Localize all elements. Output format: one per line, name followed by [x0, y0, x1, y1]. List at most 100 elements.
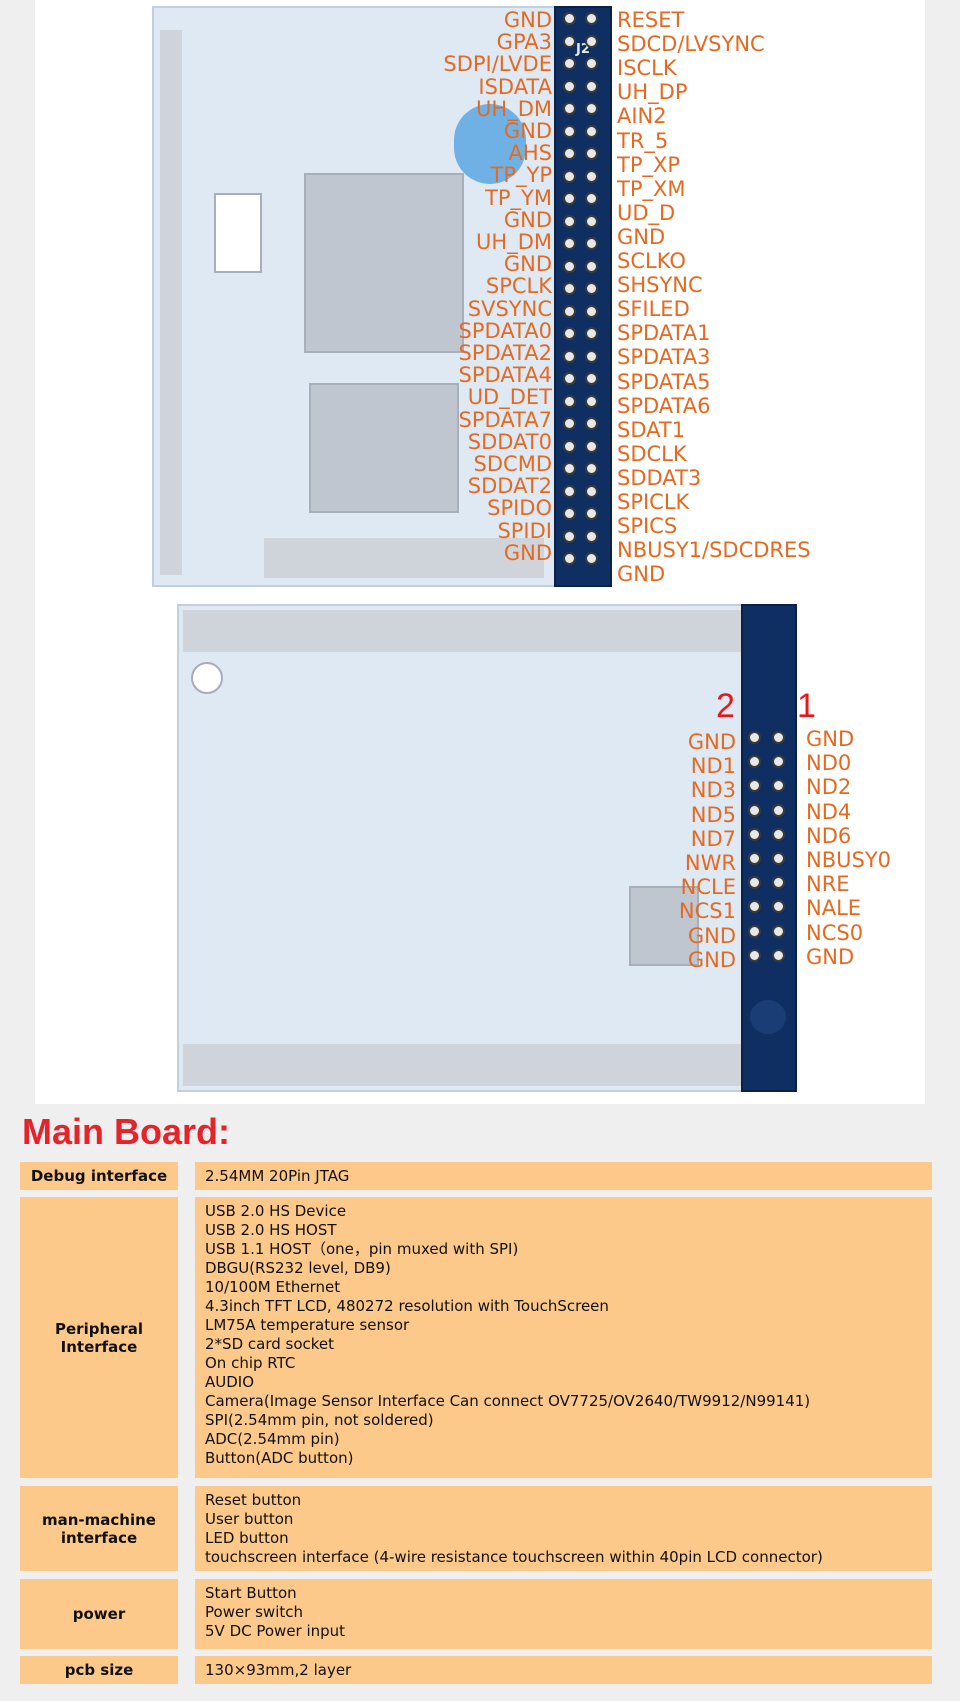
pin-hole	[585, 484, 598, 498]
pin-hole	[563, 57, 576, 70]
pin-label-right: UD_D	[617, 200, 676, 225]
pin-label-right: GND	[806, 727, 855, 751]
pin-hole	[748, 755, 761, 769]
pin-hole	[772, 852, 785, 865]
pin-label-left: SDCMD	[473, 452, 552, 476]
section-title: Main Board:	[22, 1111, 231, 1152]
processor-chip	[304, 173, 464, 353]
pin-hole	[585, 552, 598, 565]
pin-hole	[563, 237, 576, 250]
pin-label-right: GND	[806, 944, 855, 969]
pin-label-right: NRE	[806, 872, 850, 897]
pin-hole	[563, 169, 576, 183]
pin-label-left: SDDAT2	[467, 474, 552, 499]
pin-hole	[748, 876, 761, 890]
pin-label-left: AHS	[508, 141, 553, 166]
pin-hole	[748, 803, 761, 817]
spec-line: SPI(2.54mm pin, not soldered)	[205, 1411, 434, 1429]
pin-hole	[563, 484, 576, 498]
mounting-hole	[191, 662, 223, 694]
pin-hole	[563, 304, 576, 318]
pin-label-right: NBUSY0	[806, 848, 892, 872]
spec-line: USB 1.1 HOST（one，pin muxed with SPI)	[205, 1240, 519, 1258]
pin-label-left: UH_DM	[476, 96, 552, 121]
pin-hole	[585, 12, 598, 25]
spec-line: 4.3inch TFT LCD, 480272 resolution with …	[205, 1297, 609, 1315]
pin-hole	[772, 948, 785, 962]
pin-label-right: TR_5	[617, 128, 669, 153]
pin-hole	[585, 417, 598, 430]
spec-line: Power switch	[205, 1603, 304, 1621]
pin-label-left: NWR	[684, 851, 736, 875]
pin-label-right: NCS0	[806, 920, 864, 945]
pin-hole	[585, 282, 598, 295]
spec-line: User button	[205, 1510, 294, 1528]
pin-label-left: GND	[503, 252, 552, 277]
pin-label-left: GND	[687, 923, 736, 948]
spec-line: USB 2.0 HS HOST	[205, 1221, 337, 1239]
peripheral-interface-row-label: Peripheral Interface	[20, 1197, 178, 1478]
pin-label-left: ND7	[690, 826, 736, 851]
spec-line: ADC(2.54mm pin)	[205, 1430, 340, 1448]
core-board-bottom-view	[177, 604, 797, 1092]
pin-hole	[563, 394, 576, 408]
pin-hole	[772, 779, 785, 793]
spec-line: LED button	[205, 1529, 289, 1547]
pin-label-right: ND4	[806, 799, 852, 824]
pin-hole	[585, 529, 598, 543]
pin-label-right: ND6	[806, 823, 852, 848]
pin-hole	[563, 79, 576, 93]
pin-hole	[585, 259, 598, 273]
pin-hole	[563, 372, 576, 385]
pin-hole	[585, 304, 598, 318]
pin-hole	[563, 507, 576, 520]
pin-label-right: SDCLK	[617, 441, 687, 466]
pin-hole	[563, 417, 576, 430]
pin-hole	[563, 439, 576, 453]
pin-hole	[585, 372, 598, 385]
pin-hole	[748, 731, 761, 744]
pin-label-right: SPDATA5	[617, 369, 711, 394]
flash-chip	[309, 383, 459, 513]
pin-label-right: ISCLK	[617, 56, 677, 81]
pin-label-left: SDPI/LVDE	[443, 52, 552, 77]
pin-label-left: SPDATA7	[458, 407, 552, 432]
pin-label-left: SVSYNC	[467, 296, 552, 321]
spec-line: 2*SD card socket	[205, 1335, 335, 1353]
pin-label-right: GND	[617, 562, 666, 587]
pin-label-left: SPDATA0	[458, 318, 552, 343]
pin-hole	[563, 462, 576, 475]
pin-hole	[563, 214, 576, 228]
pin-label-left: GND	[503, 8, 552, 32]
pin-hole	[772, 924, 785, 938]
pin-label-left: GPA3	[496, 30, 552, 55]
pcb-size-row-value: 130×93mm,2 layer	[195, 1656, 932, 1684]
pin-label-right: TP_XM	[617, 176, 686, 201]
pin-strip-top	[183, 610, 743, 652]
pin-hole	[585, 214, 598, 228]
pin-label-right: SPDATA6	[617, 393, 711, 418]
pin-label-right: ND0	[806, 751, 852, 776]
j2-header: J2	[554, 6, 612, 587]
pin-hole	[585, 102, 598, 115]
pin-hole	[563, 282, 576, 295]
spec-line: LM75A temperature sensor	[205, 1316, 410, 1334]
eeprom-chip	[629, 886, 699, 966]
pin-label-left: SPIDI	[497, 518, 552, 543]
mounting-hole-header	[750, 1000, 786, 1034]
spec-line: 130×93mm,2 layer	[205, 1661, 352, 1679]
spec-line: DBGU(RS232 level, DB9)	[205, 1259, 391, 1277]
pin-label-left: GND	[503, 540, 552, 565]
pin-strip-bottom	[183, 1044, 743, 1086]
pin-hole	[748, 924, 761, 938]
pin-label-right: SDCD/LVSYNC	[617, 32, 765, 57]
pin-label-left: NCS1	[678, 899, 736, 924]
pin-hole	[563, 12, 576, 25]
man-machine-interface-row-label: man-machine interface	[20, 1486, 178, 1571]
pin-hole	[563, 552, 576, 565]
pin-label-left: SPCLK	[485, 274, 552, 299]
pin-hole	[748, 827, 761, 841]
